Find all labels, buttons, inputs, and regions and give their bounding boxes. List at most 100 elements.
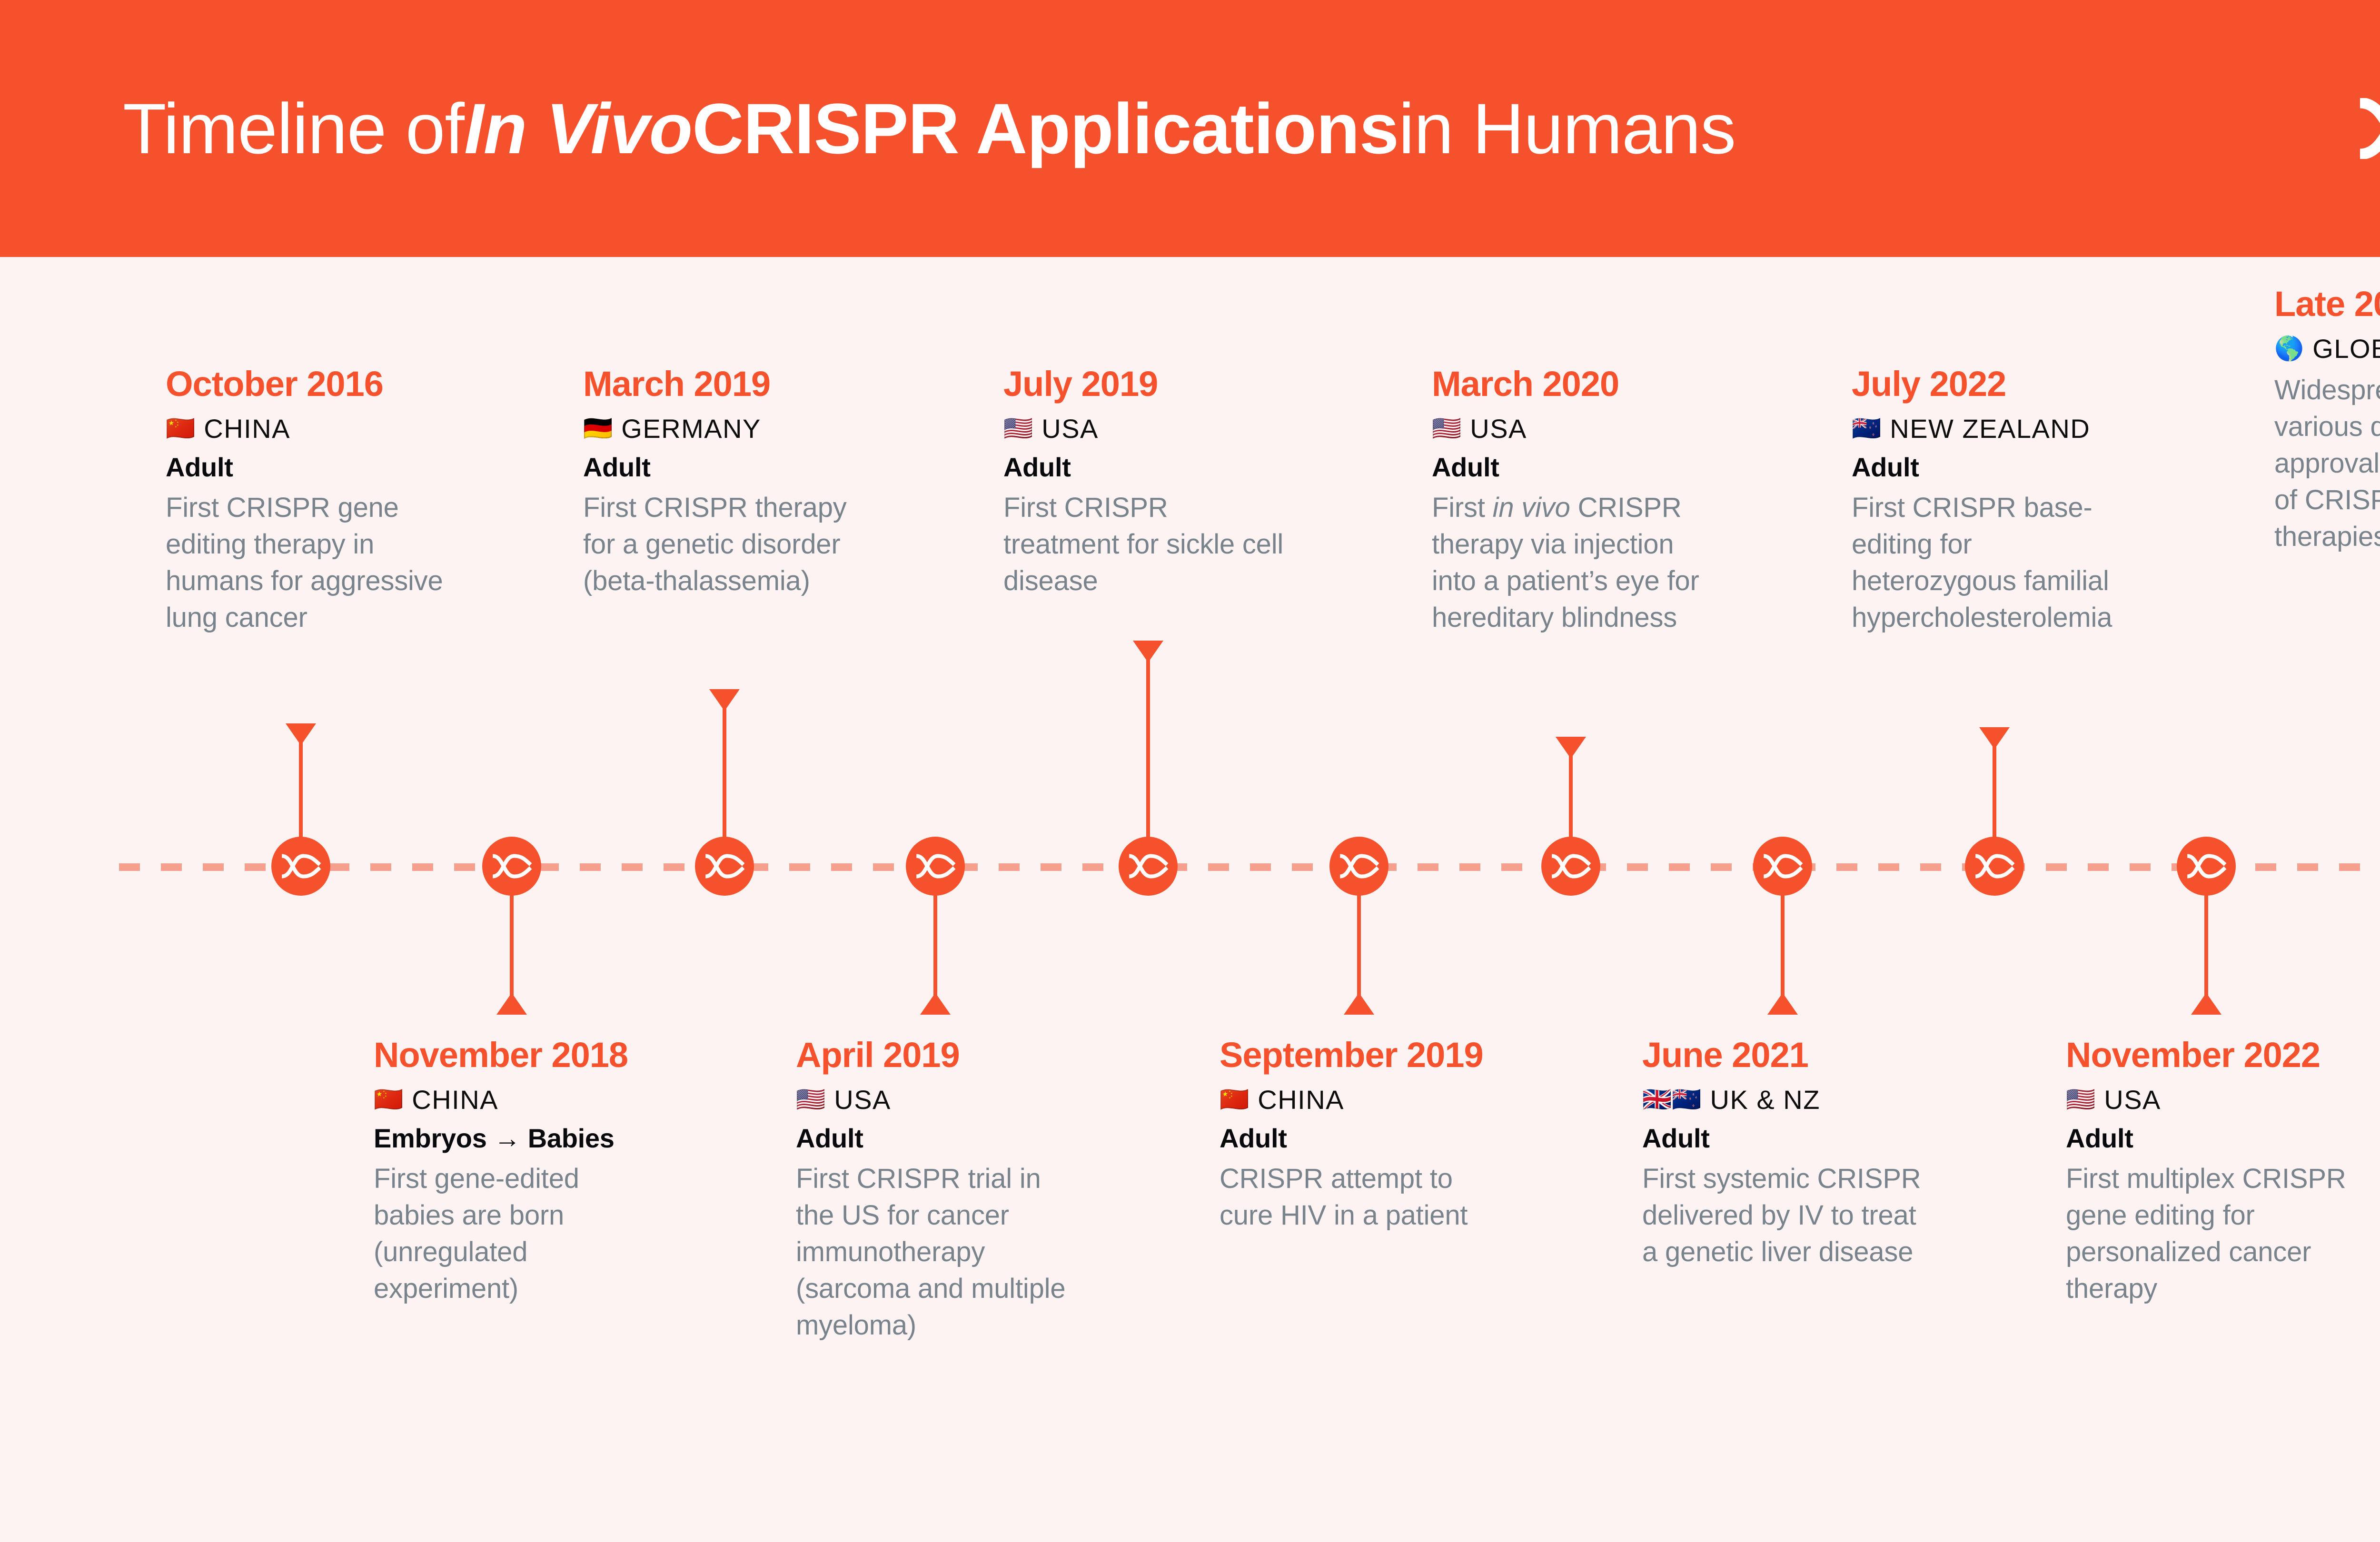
entry-description: First gene-edited babies are born (unreg…: [374, 1163, 579, 1305]
title-segment: Timeline of: [123, 88, 465, 168]
entry-date: April 2019: [796, 1035, 960, 1075]
event-connector-line: [510, 894, 514, 1015]
timeline-dashed-line: [119, 863, 2380, 871]
entry-category: Adult: [1852, 452, 1919, 482]
entry-date: November 2022: [2066, 1035, 2320, 1075]
event-connector-line: [2204, 894, 2208, 1015]
entry-category: Adult: [166, 452, 233, 482]
entry-location: 🇳🇿 NEW ZEALAND: [1852, 413, 2137, 444]
dna-helix-icon: [1974, 854, 2015, 879]
entry-date: March 2020: [1432, 364, 1619, 404]
connector-arrow-up-icon: [2191, 993, 2221, 1015]
entry-country: CHINA: [412, 1084, 498, 1115]
entry-category: Adult: [1642, 1123, 1710, 1153]
timeline-node-jul-2022[interactable]: [1965, 837, 2024, 896]
usa-flag-icon: 🇺🇸: [1432, 415, 1462, 443]
event-connector-line: [723, 689, 726, 840]
timeline-node-mar-2019[interactable]: [695, 837, 754, 896]
entry-location: 🇨🇳 CHINA: [374, 1084, 659, 1115]
entry-date: November 2018: [374, 1035, 628, 1075]
dna-helix-icon: [2356, 98, 2380, 159]
entry-location: 🇺🇸 USA: [1432, 413, 1717, 444]
entry-description: First CRISPR trial in the US for cancer …: [796, 1163, 1066, 1341]
dna-helix-icon: [280, 854, 321, 879]
dna-helix-icon: [704, 854, 745, 879]
entry-location: 🇬🇧🇳🇿UK & NZ: [1642, 1084, 1928, 1115]
title-segment: in Humans: [1398, 88, 1736, 168]
connector-arrow-up-icon: [1344, 993, 1374, 1015]
timeline-node-apr-2019[interactable]: [906, 837, 965, 896]
entry-country: USA: [834, 1084, 891, 1115]
event-connector-line: [299, 723, 303, 840]
germany-flag-icon: 🇩🇪: [583, 415, 613, 443]
entry-location: 🌎 GLOBAL: [2274, 333, 2380, 364]
china-flag-icon: 🇨🇳: [1220, 1086, 1250, 1114]
dna-helix-icon: [1550, 854, 1591, 879]
timeline-entry: Late 2023 🌎 GLOBAL Widespread trials for va…: [2274, 286, 2380, 555]
connector-arrow-down-icon: [1979, 727, 2010, 749]
china-flag-icon: 🇨🇳: [374, 1086, 404, 1114]
timeline-node-nov-2018[interactable]: [482, 837, 541, 896]
timeline-node-mar-2020[interactable]: [1541, 837, 1600, 896]
connector-arrow-up-icon: [496, 993, 527, 1015]
event-connector-line: [933, 894, 937, 1015]
connector-arrow-up-icon: [1767, 993, 1798, 1015]
entry-category: Adult: [1432, 452, 1499, 482]
entry-description: First multiplex CRISPR gene editing for …: [2066, 1163, 2346, 1305]
entry-location: 🇨🇳 CHINA: [166, 413, 451, 444]
entry-country: CHINA: [1258, 1084, 1344, 1115]
dna-helix-icon: [1128, 854, 1169, 879]
entry-country: CHINA: [204, 413, 290, 444]
timeline-axis: [0, 863, 2380, 871]
connector-arrow-down-icon: [1556, 737, 1586, 759]
event-connector-line: [1781, 894, 1785, 1015]
entry-location: 🇨🇳 CHINA: [1220, 1084, 1505, 1115]
connector-arrow-up-icon: [920, 993, 951, 1015]
entry-date: Late 2023: [2274, 284, 2380, 324]
page-title: Timeline of In Vivo CRISPR Applications …: [123, 0, 1736, 257]
title-segment: CRISPR Applications: [692, 88, 1399, 168]
entry-date: March 2019: [583, 364, 771, 404]
globe-icon: 🌎: [2274, 335, 2304, 363]
entry-description: First systemic CRISPR delivered by IV to…: [1642, 1163, 1921, 1267]
new-zealand-flag-icon: 🇳🇿: [1852, 415, 1882, 443]
entry-location: 🇩🇪 GERMANY: [583, 413, 869, 444]
entry-description: Widespread trials for various diseases a…: [2274, 374, 2380, 553]
event-connector-line: [1993, 727, 1996, 840]
timeline-node-sep-2019[interactable]: [1329, 837, 1388, 896]
connector-arrow-down-icon: [1133, 641, 1163, 662]
timeline-node-nov-2022[interactable]: [2177, 837, 2236, 896]
china-flag-icon: 🇨🇳: [166, 415, 196, 443]
event-connector-line: [1569, 737, 1573, 840]
entry-country: GLOBAL: [2312, 333, 2380, 364]
dna-helix-icon: [915, 854, 956, 879]
entry-date: July 2022: [1852, 364, 2006, 404]
entry-country: GERMANY: [621, 413, 761, 444]
entry-date: June 2021: [1642, 1035, 1809, 1075]
timeline-node-oct-2016[interactable]: [271, 837, 330, 896]
dna-helix-icon: [491, 854, 532, 879]
connector-arrow-down-icon: [709, 689, 740, 711]
timeline-node-jun-2021[interactable]: [1753, 837, 1812, 896]
event-connector-line: [1146, 641, 1150, 840]
uk-flag-icon: 🇬🇧🇳🇿: [1642, 1086, 1702, 1114]
entry-country: USA: [2104, 1084, 2161, 1115]
entry-country: USA: [1470, 413, 1527, 444]
timeline-node-jul-2019[interactable]: [1119, 837, 1178, 896]
title-segment: In Vivo: [464, 88, 693, 168]
entry-category: Adult: [2066, 1123, 2133, 1153]
dna-helix-icon: [1762, 854, 1803, 879]
entry-description: First CRISPR treatment for sickle cell d…: [1003, 492, 1284, 596]
entry-country: NEW ZEALAND: [1890, 413, 2091, 444]
page-header: Timeline of In Vivo CRISPR Applications …: [0, 0, 2380, 257]
entry-description: CRISPR attempt to cure HIV in a patient: [1220, 1163, 1468, 1231]
entry-description: First CRISPR gene editing therapy in hum…: [166, 492, 443, 633]
